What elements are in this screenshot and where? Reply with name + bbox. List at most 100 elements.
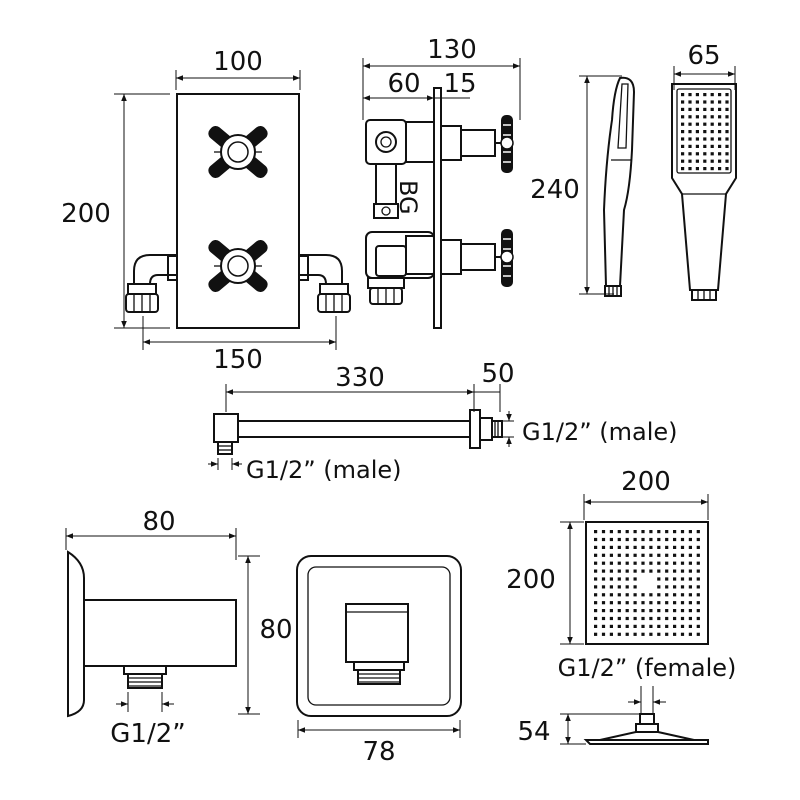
nozzle-dot — [633, 609, 637, 613]
nozzle-dot — [617, 601, 621, 605]
nozzle-dot — [688, 624, 692, 628]
shower-head-face — [585, 521, 709, 645]
nozzle-dot — [696, 577, 700, 581]
handset-side — [602, 76, 636, 287]
nozzle-dot — [649, 632, 653, 636]
nozzle-dot — [688, 167, 692, 171]
nozzle-dot — [617, 585, 621, 589]
nozzle-dot — [688, 561, 692, 565]
nozzle-dot — [594, 601, 598, 605]
nozzle-dot — [601, 624, 606, 628]
nozzle-dot — [641, 601, 645, 605]
arm-thread-left: G1/2” (male) — [246, 456, 402, 484]
nozzle-dot — [665, 616, 669, 621]
nozzle-dot — [617, 616, 621, 621]
nozzle-dot — [625, 616, 629, 621]
nozzle-dot — [657, 632, 661, 636]
nozzle-dot — [681, 144, 685, 148]
nozzle-dot — [657, 616, 661, 621]
nozzle-dot — [718, 152, 722, 156]
cross-handle-icon — [208, 125, 268, 179]
nozzle-dot — [625, 530, 629, 534]
nozzle-dot — [718, 107, 722, 111]
nozzle-dot — [665, 553, 669, 557]
nozzle-dot — [609, 530, 613, 534]
nozzle-dot — [688, 159, 692, 163]
nozzle-dot — [681, 100, 685, 104]
nozzle-dot — [657, 601, 661, 605]
nozzle-dot — [601, 616, 606, 621]
nozzle-dot — [641, 545, 645, 549]
head-thread: G1/2” (female) — [558, 654, 737, 682]
nozzle-dot — [680, 593, 685, 597]
nozzle-dot — [680, 545, 685, 549]
nozzle-dot — [617, 632, 621, 636]
nozzle-dot — [680, 624, 685, 628]
nozzle-dot — [641, 616, 645, 621]
nozzle-dot — [617, 609, 621, 613]
nozzle-dot — [633, 632, 637, 636]
nozzle-dot — [710, 152, 714, 156]
nozzle-dot — [688, 569, 692, 573]
nozzle-dot — [601, 593, 606, 597]
nozzle-dot — [695, 93, 699, 97]
nozzle-dot — [633, 530, 637, 534]
nozzle-dot — [609, 609, 613, 613]
nozzle-dot — [673, 553, 677, 557]
nozzle-dot — [673, 632, 677, 636]
valve-side-view: 130 60 15 BG — [362, 35, 521, 329]
nozzle-dot — [718, 93, 722, 97]
nozzle-dot — [594, 561, 598, 565]
dim-valve-overall-width: 150 — [213, 345, 263, 375]
dim-handset-width: 65 — [687, 41, 720, 71]
nozzle-dot — [625, 632, 629, 636]
nozzle-dot — [680, 616, 685, 621]
nozzle-dot — [680, 609, 685, 613]
nozzle-dot — [688, 577, 692, 581]
nozzle-dot — [601, 577, 606, 581]
nozzle-dot — [681, 122, 685, 126]
nozzle-dot — [665, 624, 669, 628]
dim-arm-length: 330 — [335, 363, 385, 393]
nozzle-dot — [703, 159, 707, 163]
nozzle-dot — [696, 545, 700, 549]
nozzle-dot — [649, 624, 653, 628]
nozzle-dot — [688, 137, 692, 141]
nozzle-dot — [601, 609, 606, 613]
dim-valve-depth-plate: 15 — [443, 69, 476, 99]
nozzle-dot — [633, 593, 637, 597]
nozzle-dot — [673, 577, 677, 581]
nozzle-dot — [680, 601, 685, 605]
nozzle-dot — [696, 624, 700, 628]
nozzle-dot — [710, 137, 714, 141]
nozzle-dot — [609, 577, 613, 581]
nozzle-dot — [688, 545, 692, 549]
nozzle-dot — [688, 530, 692, 534]
nozzle-dot — [696, 601, 700, 605]
nozzle-dot — [625, 577, 629, 581]
elbow-thread: G1/2” — [110, 719, 185, 749]
nozzle-dot — [665, 609, 669, 613]
nozzle-dot — [695, 122, 699, 126]
nozzle-dot — [725, 107, 729, 111]
nozzle-dot — [633, 545, 637, 549]
nozzle-dot — [601, 569, 606, 573]
nozzle-dot — [649, 545, 653, 549]
dim-valve-depth-body: 60 — [387, 69, 420, 99]
nozzle-dot — [601, 632, 606, 636]
dim-arm-flange: 50 — [481, 359, 514, 389]
nozzle-dot — [680, 569, 685, 573]
nozzle-dot — [594, 537, 598, 542]
nozzle-dot — [688, 100, 692, 104]
nozzle-dot — [688, 144, 692, 148]
nozzle-dot — [594, 616, 598, 621]
nozzle-dot — [696, 530, 700, 534]
nozzle-dot — [649, 553, 653, 557]
nozzle-dot — [665, 561, 669, 565]
nozzle-dot — [609, 624, 613, 628]
nozzle-dot — [633, 537, 637, 542]
nozzle-dot — [673, 616, 677, 621]
nozzle-dot — [695, 130, 699, 134]
nozzle-dot — [641, 609, 645, 613]
nozzle-dot — [609, 569, 613, 573]
